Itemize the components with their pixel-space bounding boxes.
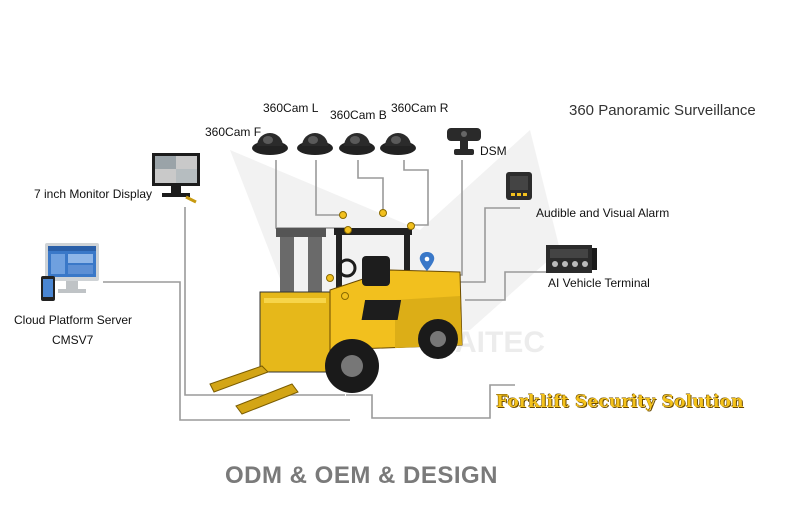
cloud-platform-icon — [41, 243, 99, 301]
alarm-label: Audible and Visual Alarm — [536, 206, 670, 220]
footer-text: ODM & OEM & DESIGN — [225, 462, 499, 489]
camera-f-label: 360Cam F — [205, 125, 262, 139]
cloud-server-label: Cloud Platform Server — [14, 313, 133, 327]
camera-b-icon — [339, 133, 375, 155]
terminal-icon — [546, 245, 597, 273]
alarm-icon — [506, 172, 532, 200]
monitor-icon — [152, 153, 200, 204]
camera-l-icon — [297, 133, 333, 155]
camera-r-label: 360Cam R — [391, 101, 449, 115]
solution-title: Forklift Security Solution — [496, 392, 744, 412]
forklift-illustration — [209, 209, 463, 415]
camera-r-icon — [380, 133, 416, 155]
dsm-camera-icon — [447, 128, 481, 155]
camera-l-label: 360Cam L — [263, 101, 319, 115]
diagram-title: 360 Panoramic Surveillance — [569, 102, 756, 119]
monitor-label: 7 inch Monitor Display — [34, 187, 153, 201]
camera-f-icon — [252, 133, 288, 155]
dsm-label: DSM — [480, 144, 507, 158]
terminal-label: AI Vehicle Terminal — [548, 276, 650, 290]
cloud-server-sublabel: CMSV7 — [52, 333, 94, 347]
camera-b-label: 360Cam B — [330, 108, 387, 122]
